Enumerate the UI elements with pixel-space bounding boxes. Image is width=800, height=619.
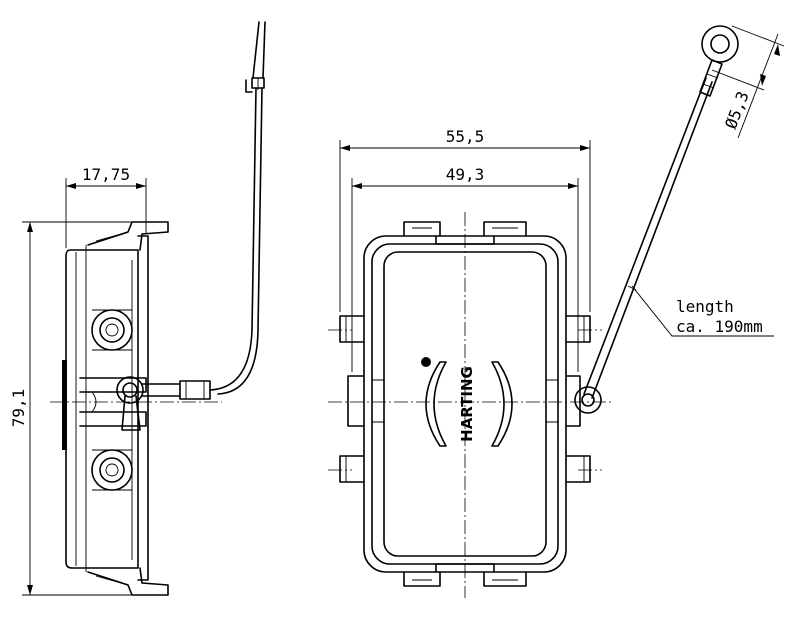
side-dimensions — [22, 178, 222, 596]
eyelet-dimension — [711, 25, 785, 139]
length-note-leader — [631, 285, 774, 337]
brand-logo-text: HARTING — [458, 366, 476, 442]
side-height-label: 79,1 — [9, 389, 28, 428]
front-dimensions — [339, 140, 591, 372]
side-width-label: 17,75 — [82, 165, 130, 184]
side-view — [62, 21, 266, 596]
front-inner-width-label: 49,3 — [446, 165, 485, 184]
front-view — [328, 212, 612, 598]
front-outer-width-label: 55,5 — [446, 127, 485, 146]
eyelet-diameter-label: Ø5,3 — [721, 89, 753, 132]
length-note-line1: length — [676, 297, 734, 316]
length-note-line2: ca. 190mm — [676, 317, 763, 336]
lanyard-cable — [583, 25, 739, 399]
